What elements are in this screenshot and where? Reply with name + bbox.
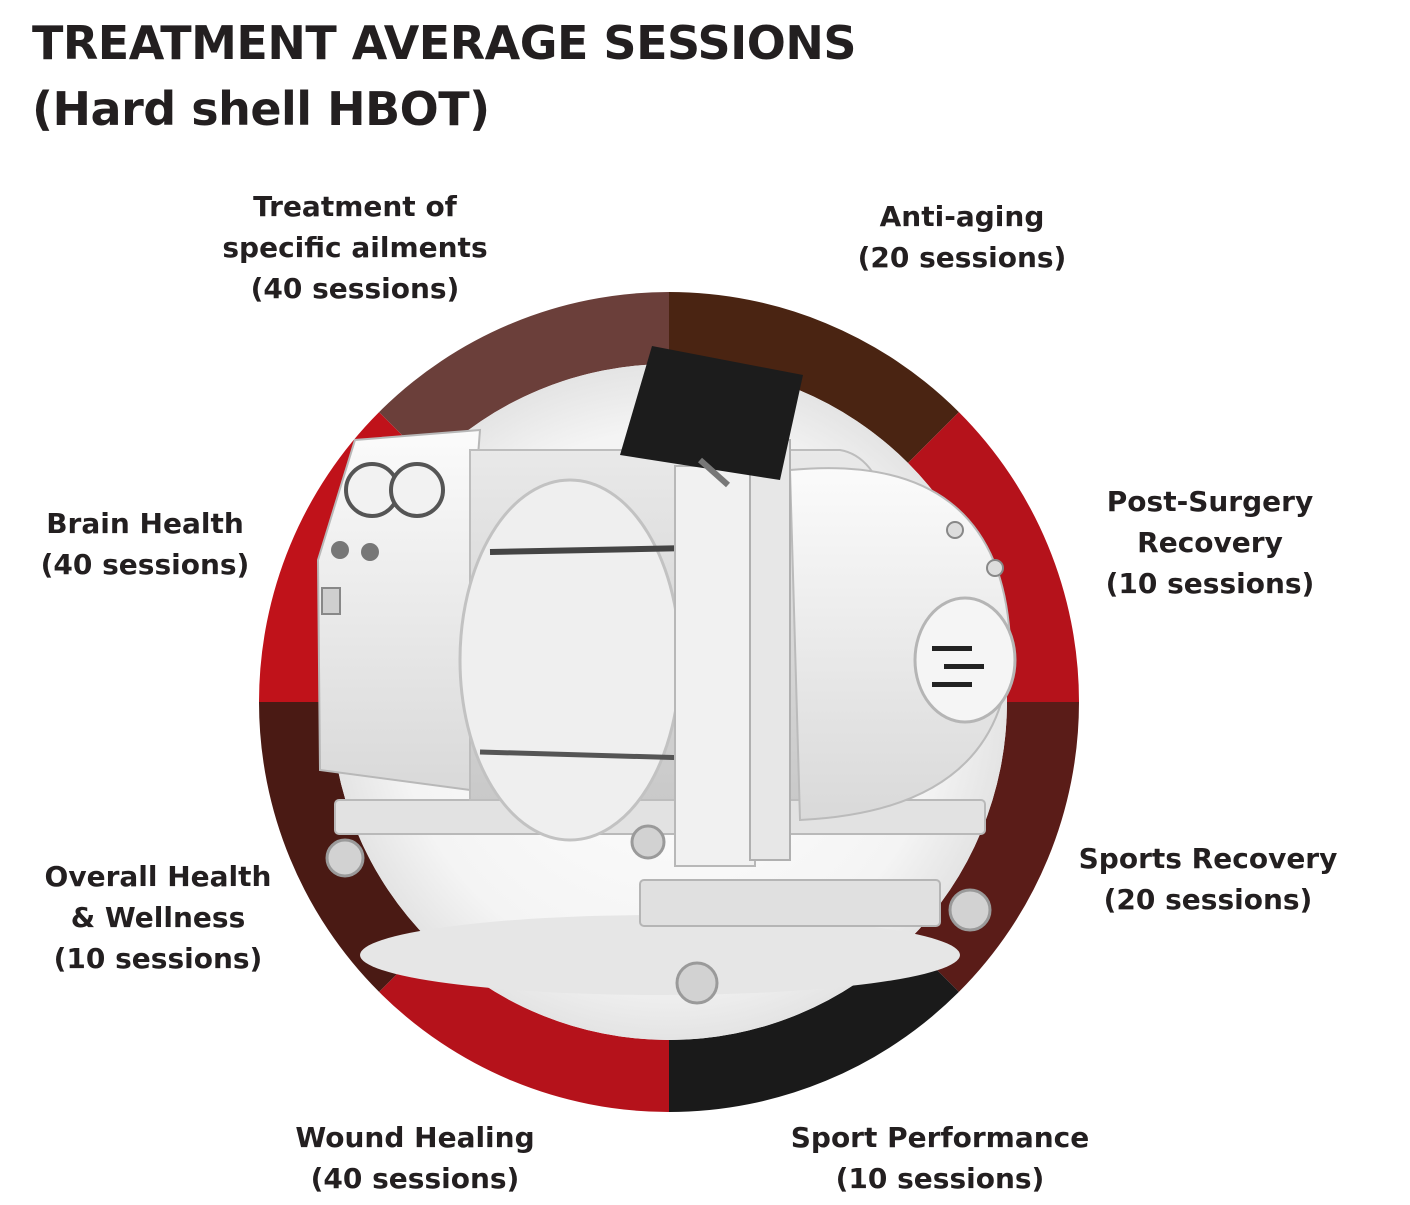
label-line: Recovery [1137,526,1283,559]
label-line: Sports Recovery [1078,842,1338,875]
label-line: Treatment of [253,190,457,223]
page-title: TREATMENT AVERAGE SESSIONS (Hard shell H… [32,10,857,142]
segment-treatment-of-specific-ailments [379,292,669,463]
label-sport-performance: Sport Performance (10 sessions) [755,1117,1125,1199]
label-treatment-of-specific-ailments: Treatment of specific ailments (40 session… [205,186,505,309]
label-brain-health: Brain Health (40 sessions) [0,503,290,585]
label-wound-healing: Wound Healing (40 sessions) [265,1117,565,1199]
label-overall-health-wellness: Overall Health & Wellness (10 sessions) [8,856,308,979]
hbot-chamber-image [316,346,1017,1040]
label-line: Anti-aging [879,200,1045,233]
label-line: & Wellness [70,901,246,934]
label-line: Overall Health [44,860,272,893]
label-line: Wound Healing [295,1121,535,1154]
label-line: (40 sessions) [310,1162,520,1195]
label-line: (20 sessions) [1103,883,1313,916]
label-line: Post-Surgery [1106,485,1314,518]
label-line: (10 sessions) [1105,567,1315,600]
segment-sport-performance [669,941,959,1112]
title-line-1: TREATMENT AVERAGE SESSIONS [32,16,857,70]
segment-anti-aging [669,292,959,463]
label-line: Brain Health [46,507,244,540]
label-line: (40 sessions) [250,272,460,305]
title-line-2: (Hard shell HBOT) [32,82,490,136]
label-line: Sport Performance [790,1121,1090,1154]
label-line: (20 sessions) [857,241,1067,274]
label-line: (10 sessions) [53,942,263,975]
label-line: (40 sessions) [40,548,250,581]
label-line: (10 sessions) [835,1162,1045,1195]
label-sports-recovery: Sports Recovery (20 sessions) [1058,838,1358,920]
segment-post-surgery-recovery [908,412,1079,702]
label-anti-aging: Anti-aging (20 sessions) [812,196,1112,278]
label-line: specific ailments [222,231,488,264]
